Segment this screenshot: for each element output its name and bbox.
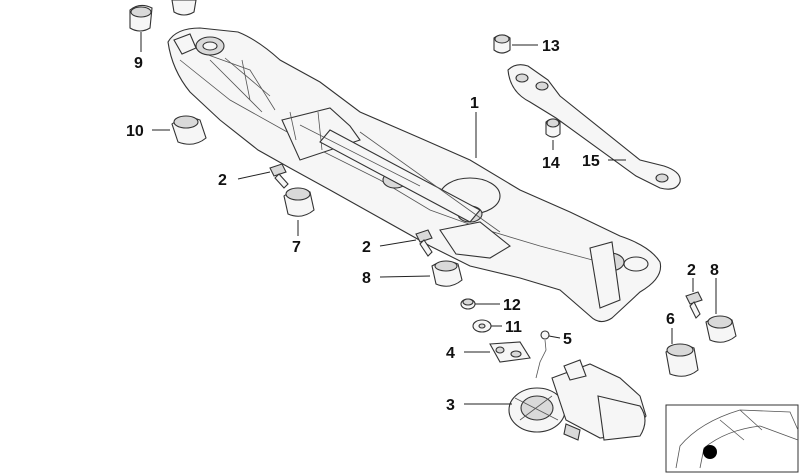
location-inset: [665, 404, 799, 473]
sensor-5: [535, 330, 550, 379]
linkage-rod: [507, 64, 681, 190]
bushing-8-right: [705, 315, 737, 343]
location-marker: [703, 445, 717, 459]
bushing-top-left: [129, 4, 153, 32]
callout-6: 6: [666, 311, 675, 328]
callout-9: 9: [134, 55, 143, 72]
callout-11: 11: [505, 319, 522, 336]
leader-lines: [140, 32, 717, 405]
callout-8-middle: 8: [362, 270, 371, 287]
nut-12: [460, 298, 476, 310]
bracket-4: [489, 341, 531, 363]
callout-10: 10: [126, 123, 144, 140]
bushing-10: [171, 115, 207, 145]
wiper-linkage-frame: [167, 27, 662, 323]
callout-14: 14: [542, 155, 560, 172]
callout-labels: 9 10 2 7 2 8 1 13 14 15 12 11 5 4 3 6 2 …: [126, 38, 719, 414]
callout-2-upper: 2: [218, 172, 227, 189]
callout-4: 4: [446, 345, 455, 362]
screw-2-upper: [269, 163, 289, 189]
callout-2-middle: 2: [362, 239, 371, 256]
screw-2-middle: [415, 229, 433, 257]
bushing-6: [665, 343, 699, 377]
bushing-8-middle: [431, 260, 463, 287]
callout-1: 1: [470, 95, 479, 112]
washer-11: [472, 319, 492, 333]
callout-8-right: 8: [710, 262, 719, 279]
bushing-14: [545, 118, 561, 138]
bushing-13: [493, 34, 511, 54]
callout-13: 13: [542, 38, 560, 55]
bushing-top-cropped: [171, 0, 197, 16]
callout-5: 5: [563, 331, 572, 348]
callout-3: 3: [446, 397, 455, 414]
callout-2-right: 2: [687, 262, 696, 279]
callout-15: 15: [582, 153, 600, 170]
screw-2-right: [685, 291, 703, 319]
callout-7: 7: [292, 239, 301, 256]
bushing-7: [283, 187, 315, 217]
wiper-motor: [508, 359, 647, 441]
callout-12: 12: [503, 297, 521, 314]
